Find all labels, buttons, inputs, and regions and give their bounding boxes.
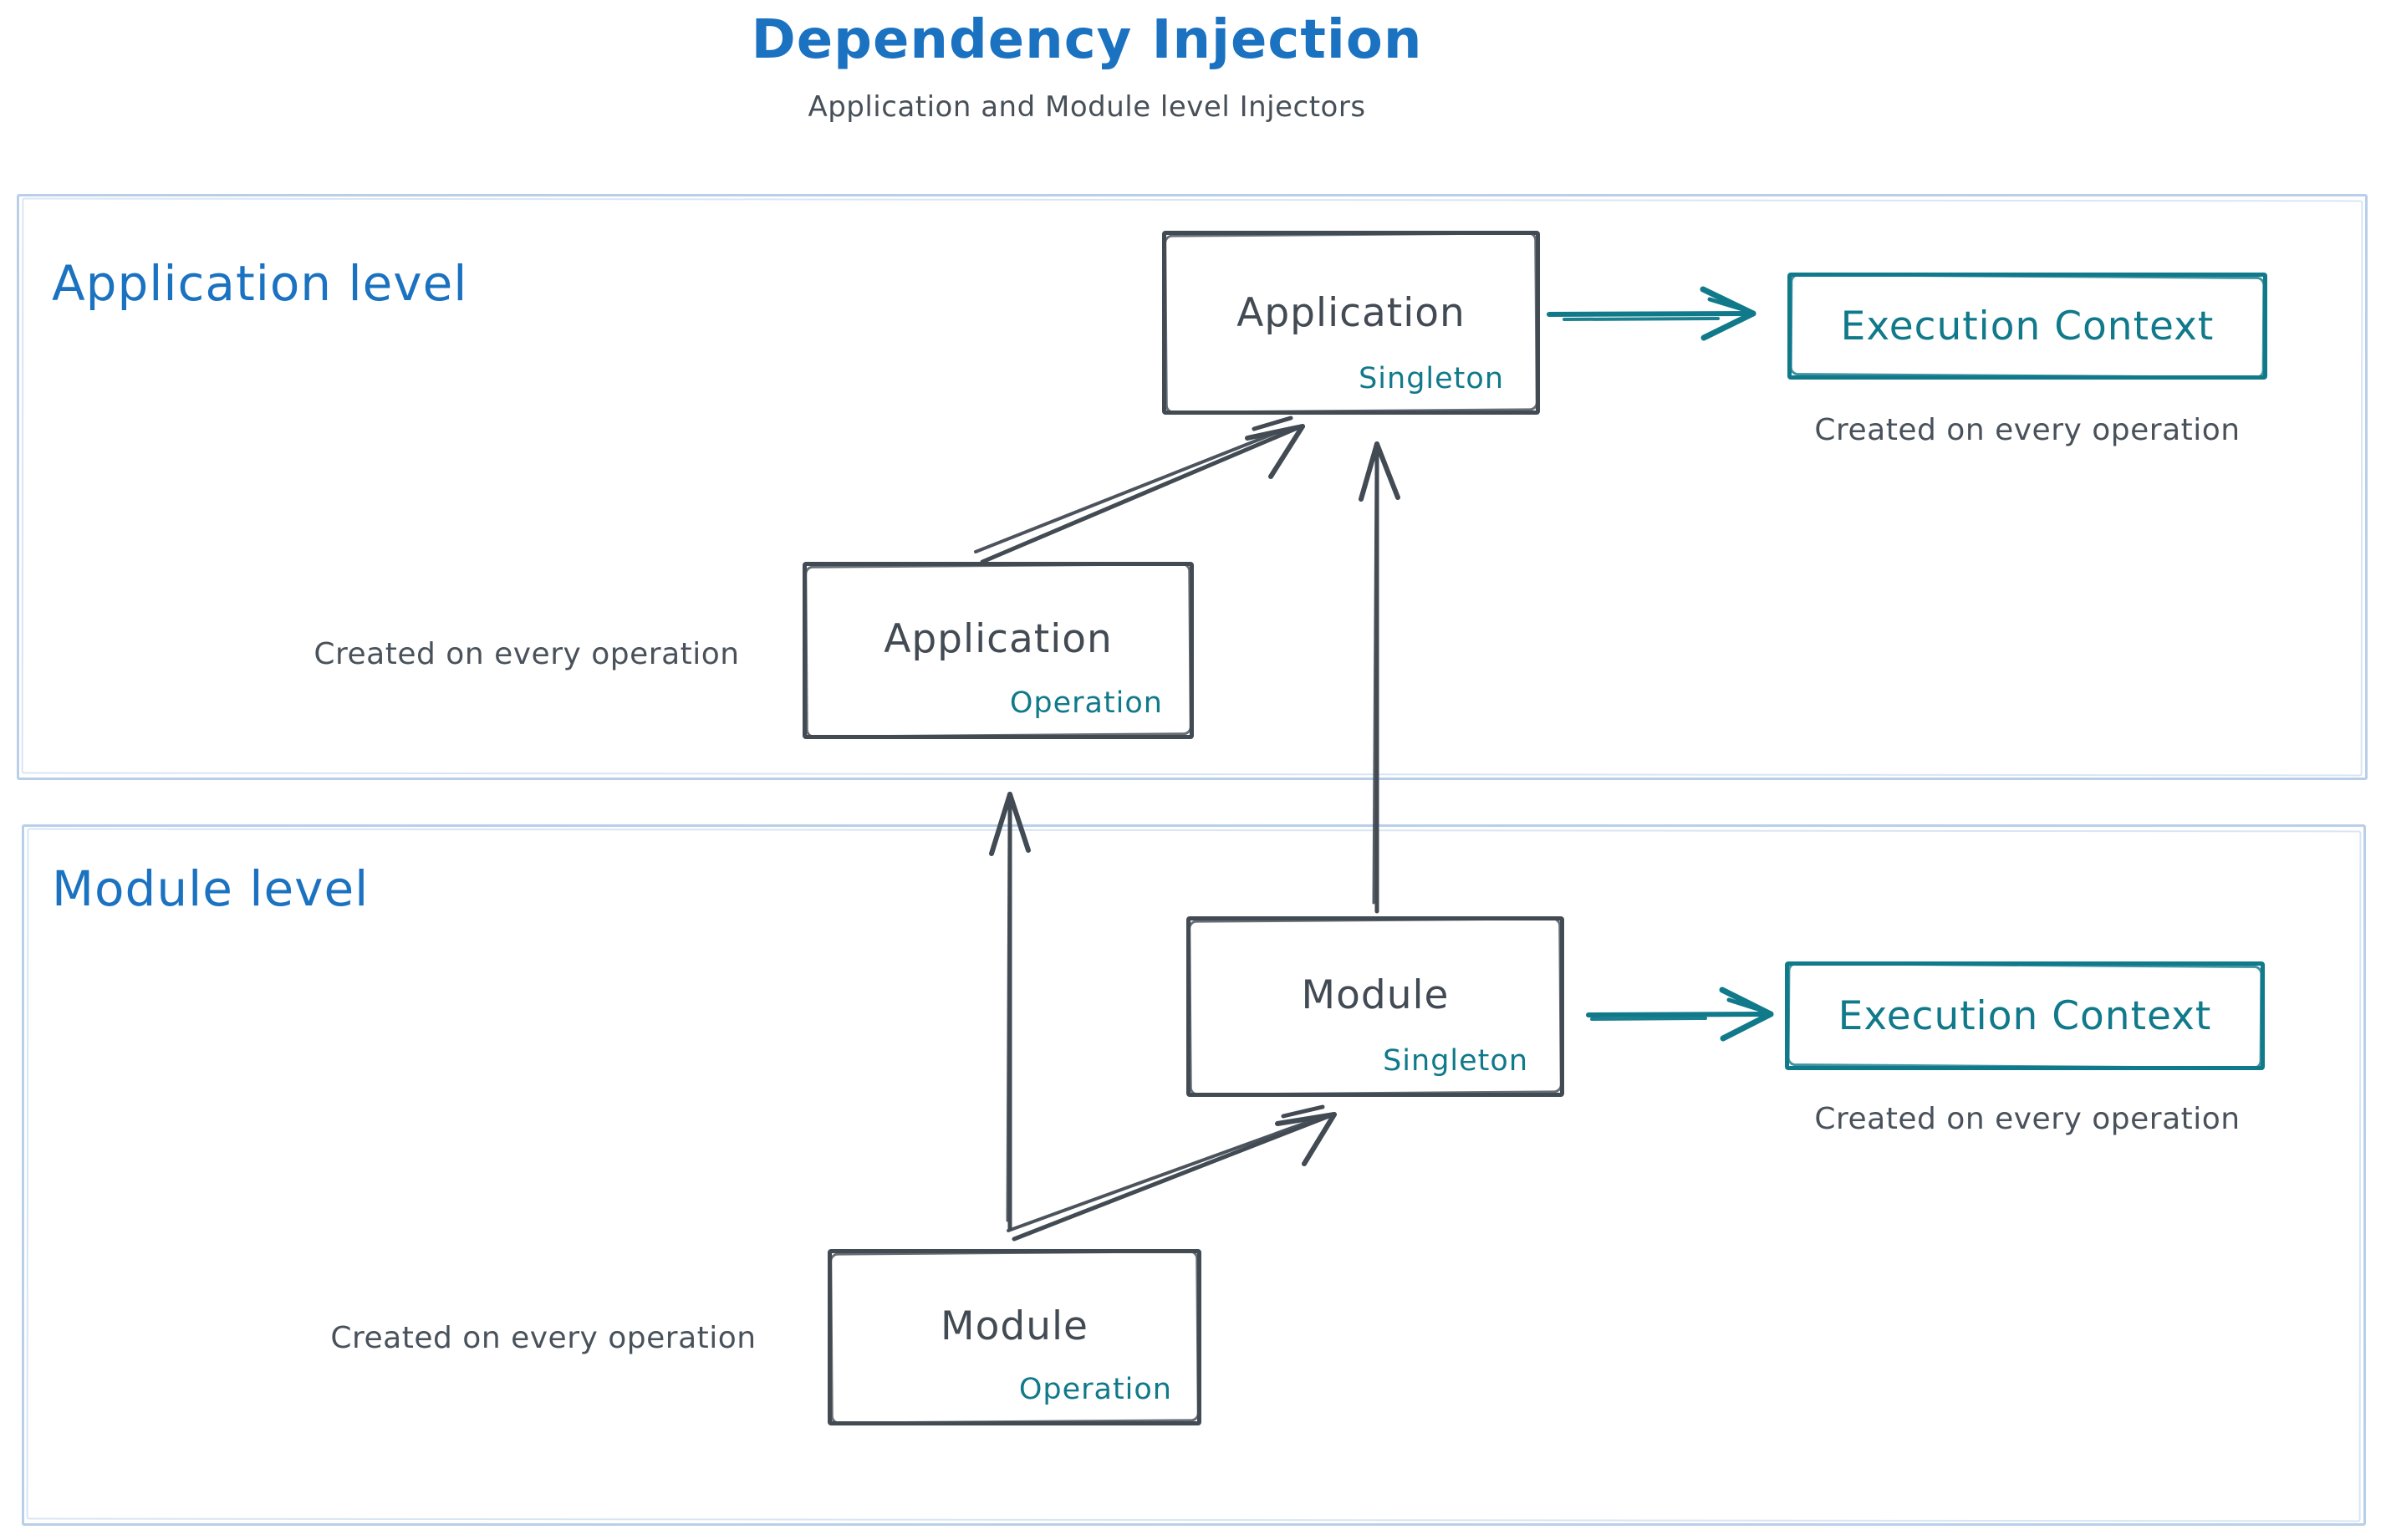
application-singleton-tag: Singleton: [1359, 362, 1504, 395]
arrow-app-singleton-to-execution-context-icon: [1547, 286, 1756, 341]
page-subtitle: Application and Module level Injectors: [808, 89, 1366, 124]
arrow-module-operation-to-module-singleton-icon: [1007, 1104, 1337, 1242]
module-operation-title: Module: [941, 1303, 1088, 1349]
application-operation-title: Application: [884, 616, 1113, 662]
module-operation-caption: Created on every operation: [330, 1321, 757, 1355]
module-level-label: Module level: [52, 860, 370, 917]
application-singleton-title: Application: [1236, 290, 1466, 336]
application-singleton-box: Application Singleton: [1162, 231, 1540, 415]
application-execution-caption: Created on every operation: [1814, 413, 2241, 447]
arrow-module-singleton-to-app-singleton-icon: [1359, 441, 1400, 914]
arrow-shaft: [1372, 446, 1379, 914]
module-singleton-tag: Singleton: [1383, 1044, 1528, 1078]
arrow-shaft: [1586, 1012, 1768, 1021]
module-execution-caption: Created on every operation: [1814, 1102, 2241, 1136]
module-level-frame: [22, 824, 2366, 1526]
arrow-module-operation-to-app-operation-icon: [989, 792, 1031, 1231]
module-execution-context-title: Execution Context: [1838, 993, 2212, 1039]
module-operation-box: Module Operation: [828, 1249, 1201, 1425]
application-operation-box: Application Operation: [803, 562, 1194, 739]
arrow-shaft: [1007, 1113, 1333, 1242]
arrow-shaft: [974, 425, 1302, 564]
application-level-label: Application level: [52, 255, 468, 312]
arrow-head-icon: [1359, 441, 1400, 502]
arrow-head-icon: [989, 792, 1031, 856]
arrow-module-singleton-to-execution-context-icon: [1586, 987, 1774, 1042]
application-operation-caption: Created on every operation: [314, 637, 740, 671]
arrow-app-operation-to-app-singleton-icon: [974, 416, 1305, 564]
page-title: Dependency Injection: [751, 9, 1423, 71]
arrow-head-icon: [1700, 286, 1756, 341]
arrow-shaft: [1006, 794, 1012, 1231]
module-singleton-title: Module: [1301, 972, 1450, 1018]
application-execution-context-title: Execution Context: [1840, 303, 2215, 349]
diagram-header: Dependency Injection Application and Mod…: [719, 9, 1455, 124]
module-execution-context-box: Execution Context: [1785, 961, 2265, 1070]
application-level-frame: [17, 194, 2368, 780]
arrow-shaft: [1547, 311, 1751, 321]
arrow-head-icon: [1245, 416, 1305, 479]
arrow-head-icon: [1275, 1104, 1337, 1166]
module-operation-tag: Operation: [1018, 1373, 1172, 1406]
arrow-head-icon: [1719, 987, 1774, 1042]
module-singleton-box: Module Singleton: [1186, 916, 1564, 1097]
application-operation-tag: Operation: [1009, 686, 1163, 720]
application-execution-context-box: Execution Context: [1787, 273, 2267, 380]
